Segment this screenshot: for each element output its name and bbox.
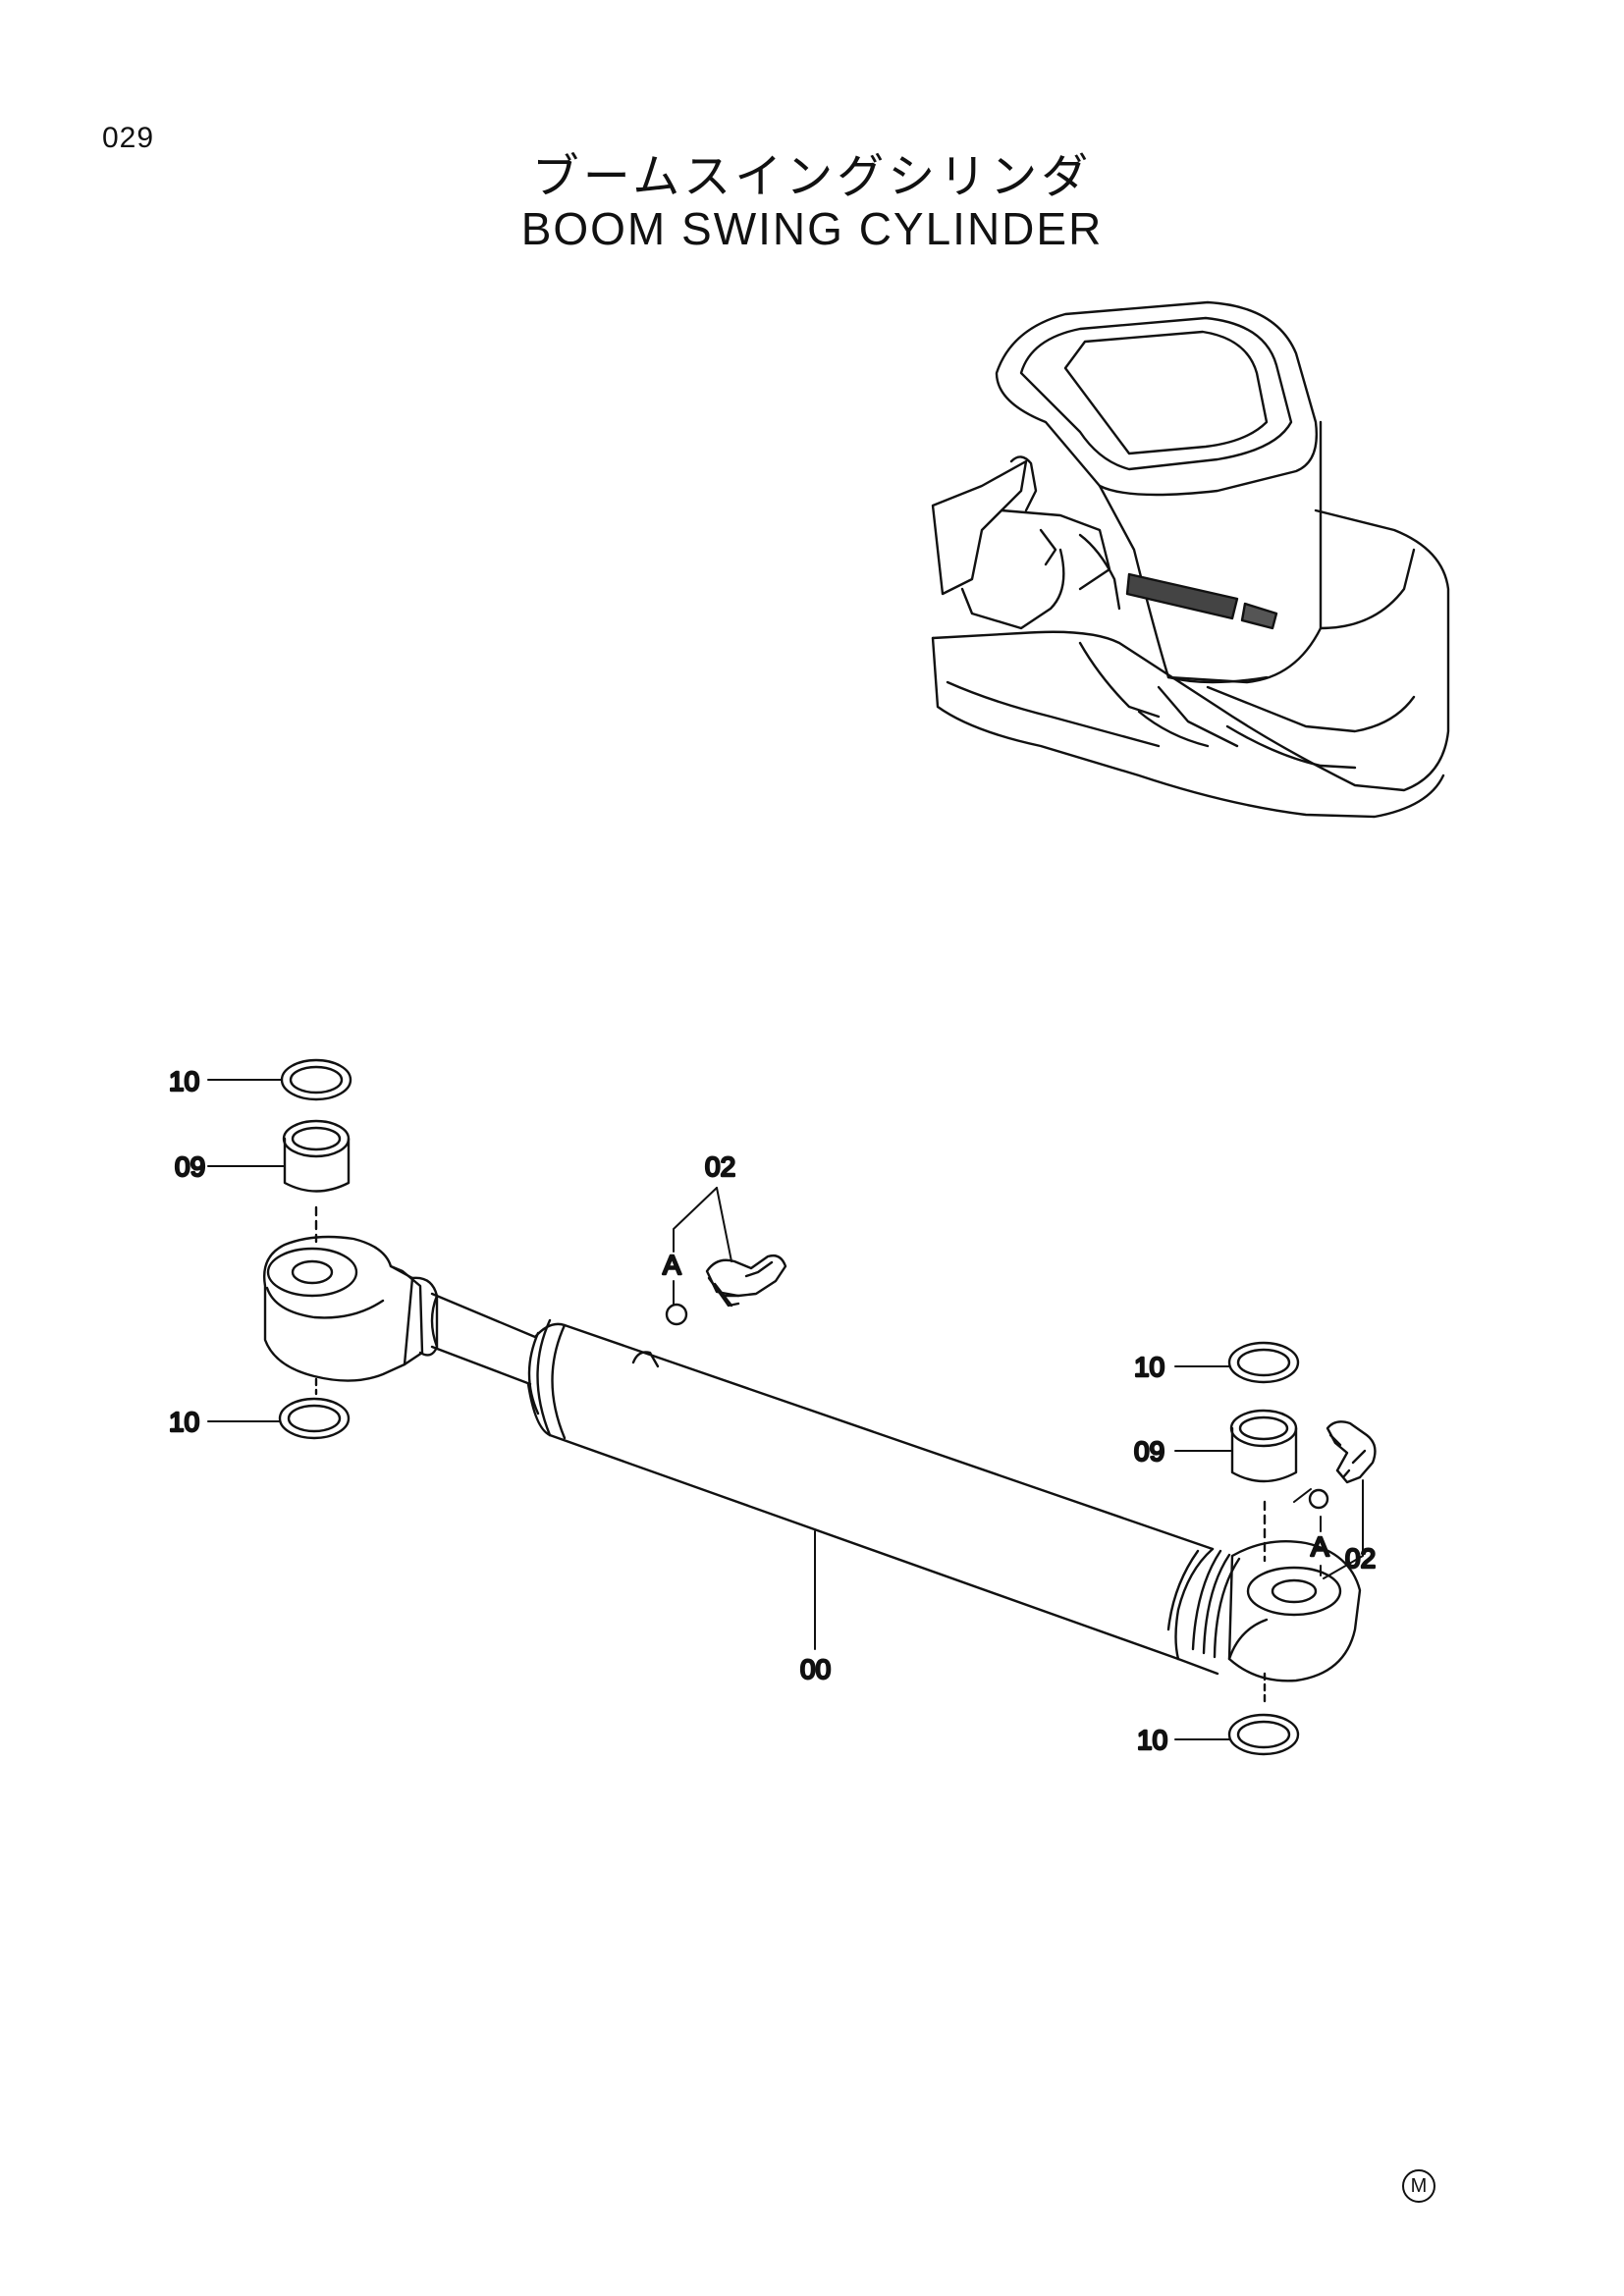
- bushing-left: [282, 1119, 351, 1193]
- callout-top-left-seal: 10: [169, 1066, 199, 1096]
- callout-top-left-bushing: 09: [175, 1151, 205, 1182]
- title-japanese: ブームスイングシリンダ: [531, 149, 1093, 204]
- callout-right-top-seal: 10: [1134, 1352, 1164, 1382]
- callout-right-elbow: 02: [1345, 1543, 1376, 1574]
- elbow-fitting-right: [1326, 1420, 1377, 1484]
- seal-ring-top-left: [280, 1058, 352, 1101]
- elbow-fitting-top: [705, 1254, 787, 1308]
- oring-right: [1308, 1488, 1329, 1510]
- seal-ring-lower-right: [1227, 1713, 1300, 1756]
- cylinder-assembly: [263, 1235, 1362, 1682]
- callout-left-lower-seal: 10: [169, 1407, 199, 1437]
- callout-top-port: A: [663, 1250, 681, 1280]
- callout-cylinder: 00: [800, 1654, 831, 1684]
- registered-mark: M: [1402, 2169, 1435, 2203]
- oring-top: [665, 1303, 688, 1326]
- callout-right-port: A: [1311, 1531, 1329, 1562]
- page-number: 029: [102, 122, 155, 154]
- seal-ring-top-right: [1227, 1341, 1300, 1384]
- title-english: BOOM SWING CYLINDER: [520, 203, 1104, 254]
- bushing-right: [1229, 1409, 1298, 1483]
- leader-lines: [207, 1079, 1364, 1740]
- callout-right-lower-seal: 10: [1137, 1725, 1167, 1755]
- callout-top-elbow: 02: [705, 1151, 735, 1182]
- seal-ring-lower-left: [278, 1397, 351, 1440]
- callout-right-bushing: 09: [1134, 1436, 1164, 1467]
- machine-overview: [931, 300, 1450, 819]
